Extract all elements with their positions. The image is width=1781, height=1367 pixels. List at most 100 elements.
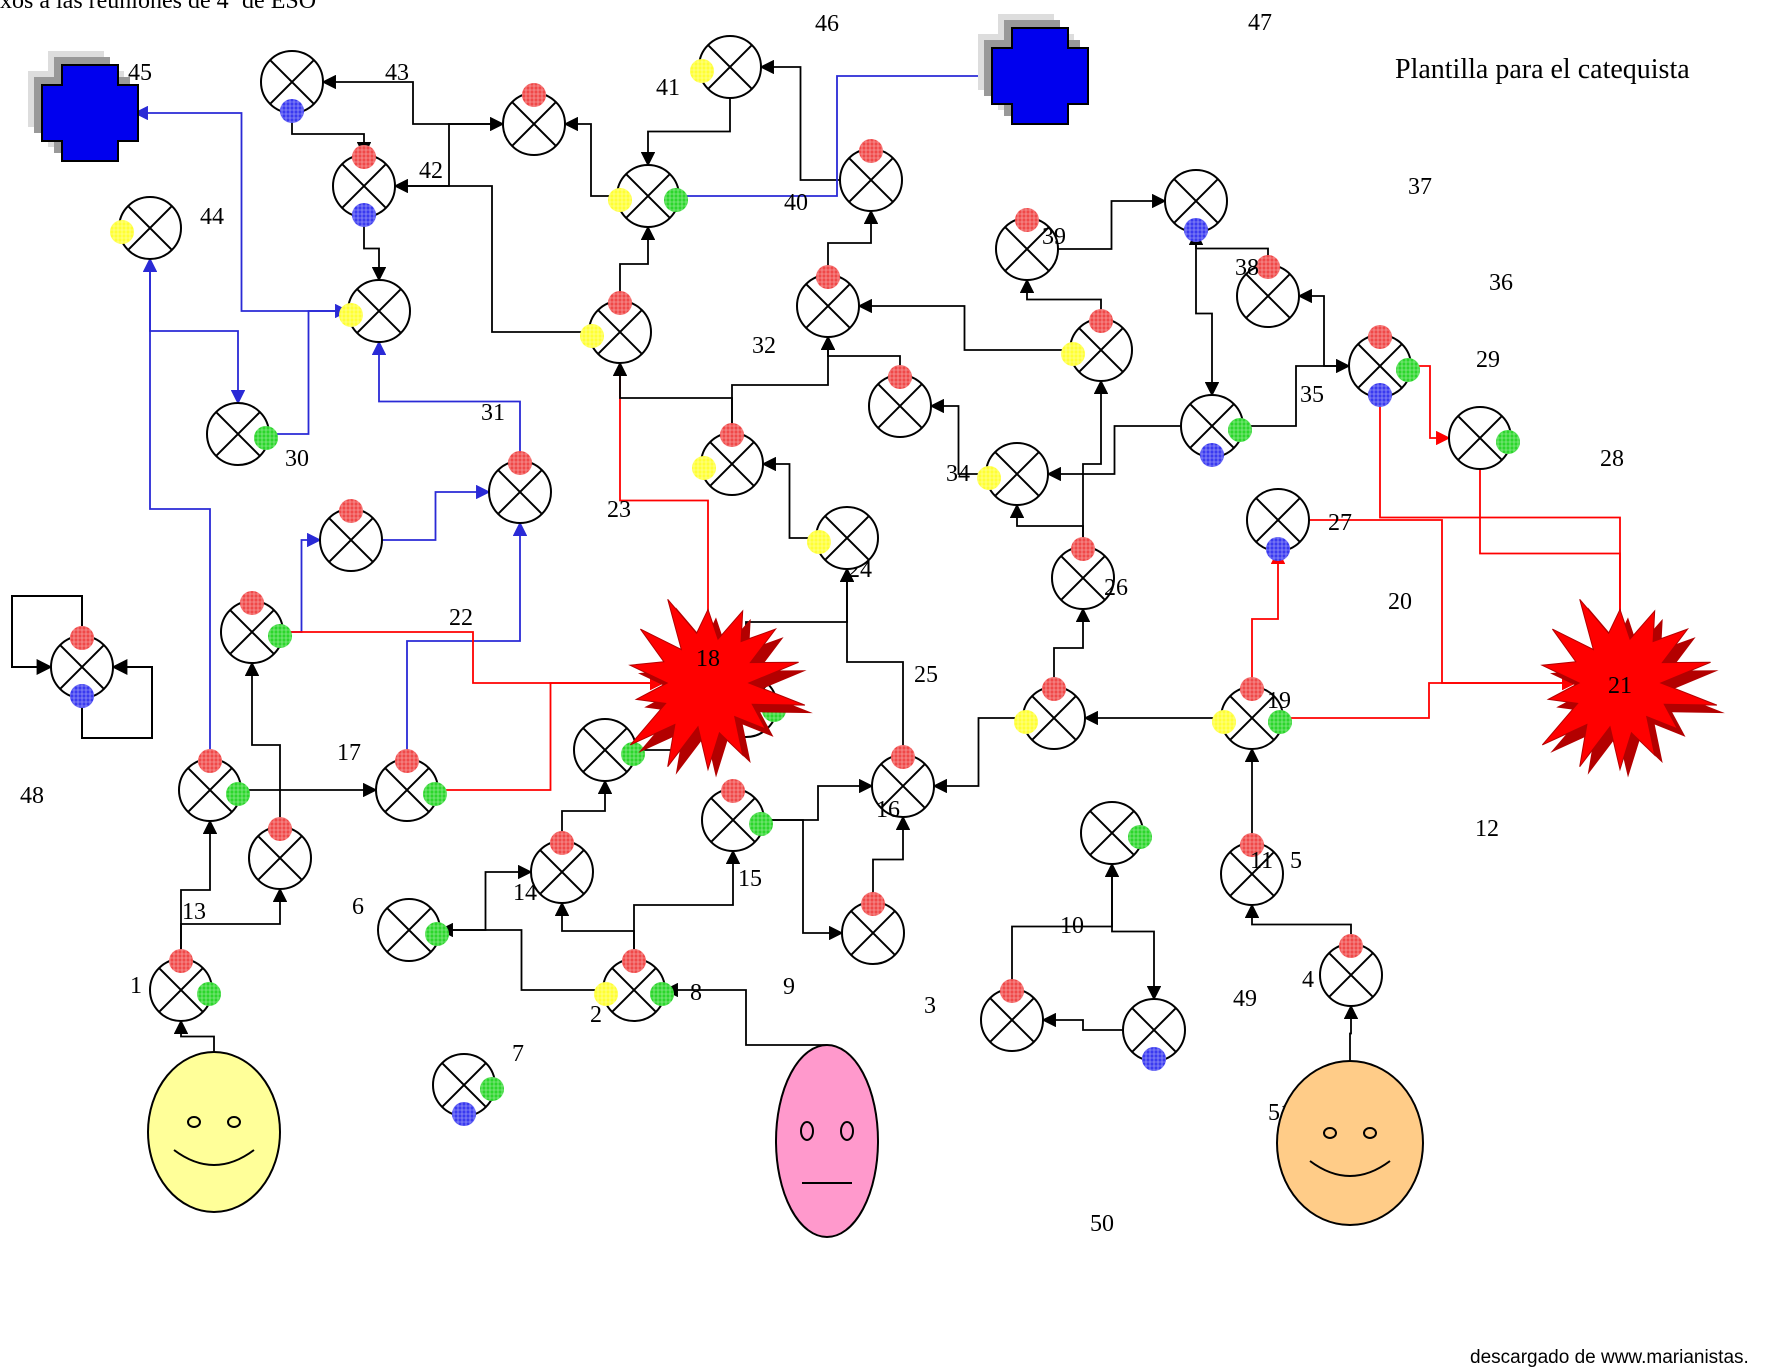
station-37[interactable]: 37	[1164, 169, 1432, 242]
station-48[interactable]: 48	[20, 626, 114, 809]
station-label: 48	[20, 783, 44, 809]
station-42[interactable]: 42	[332, 145, 443, 227]
face-yellow-icon[interactable]	[147, 1051, 281, 1213]
connector-53	[619, 225, 656, 301]
station-1[interactable]: 1	[130, 949, 221, 1022]
station-4[interactable]: 4	[1302, 934, 1383, 1007]
station-27[interactable]: 27	[1180, 394, 1352, 536]
station-31[interactable]: 31	[339, 279, 505, 426]
station-9[interactable]: 9	[701, 779, 795, 1000]
station-36[interactable]: 36	[1236, 255, 1513, 328]
connector-55	[619, 363, 716, 640]
station-44[interactable]: 44	[110, 196, 224, 260]
station-5[interactable]: 5	[1220, 833, 1302, 906]
station-label: 37	[1408, 174, 1432, 200]
station-51[interactable]: 51	[1122, 998, 1292, 1126]
station-32[interactable]: 32	[580, 291, 776, 364]
station-11[interactable]: 11	[1014, 677, 1273, 874]
connector-24	[839, 567, 904, 755]
station-label: 44	[200, 204, 224, 230]
connector-66	[149, 259, 246, 405]
connector-44	[1195, 232, 1220, 397]
connector-27	[1343, 1004, 1359, 1061]
connector-64	[133, 105, 348, 312]
connector-42	[1019, 278, 1102, 319]
station-2[interactable]: 2	[590, 949, 674, 1028]
connector-0	[173, 1019, 215, 1052]
station-40[interactable]: 40	[608, 164, 808, 228]
station-13[interactable]: 13	[178, 749, 250, 925]
connector-39	[929, 398, 986, 475]
connector-3	[244, 661, 281, 827]
station-3[interactable]: 3	[841, 892, 936, 1019]
station-28[interactable]: 28	[1448, 406, 1624, 472]
connector-28	[1244, 903, 1352, 944]
station-label: 17	[337, 740, 361, 766]
station-30[interactable]: 30	[206, 402, 309, 472]
connector-69	[1111, 864, 1162, 1001]
footer-text: descargado de www.marianistas.	[1470, 1347, 1749, 1367]
connector-58	[679, 68, 997, 197]
connector-65	[269, 303, 350, 435]
station-39[interactable]: 39	[839, 139, 1066, 250]
connector-33	[1309, 519, 1577, 691]
station-label: 11	[1250, 848, 1273, 874]
burst-18[interactable]: 18	[628, 598, 813, 778]
connector-21	[764, 778, 874, 821]
connector-46	[1297, 288, 1349, 367]
station-14[interactable]: 14	[375, 749, 537, 906]
connector-34	[932, 717, 1023, 794]
cross-45[interactable]: 45	[28, 51, 152, 162]
station-7[interactable]: 7	[377, 898, 524, 1067]
station-10[interactable]: 10	[871, 745, 1084, 939]
station-23[interactable]: 23	[488, 451, 631, 524]
connector-5	[142, 257, 211, 759]
station-label: 34	[946, 461, 970, 487]
connector-57	[563, 116, 617, 197]
burst-21[interactable]: 21	[1540, 598, 1725, 778]
station-41[interactable]: 41	[502, 75, 680, 156]
station-43[interactable]: 43	[260, 50, 409, 123]
station-38[interactable]: 38	[995, 208, 1259, 281]
connections	[11, 59, 1628, 1061]
connector-loop-67	[81, 659, 153, 739]
station-label: 5	[1290, 848, 1302, 874]
connector-67	[11, 595, 83, 675]
burst-label: 21	[1608, 673, 1632, 699]
station-22[interactable]: 22	[319, 499, 473, 631]
burst-label: 18	[696, 646, 720, 672]
station-12[interactable]: 12	[1212, 677, 1499, 842]
station-6[interactable]: 6	[248, 817, 364, 920]
station-label: 2	[590, 1002, 602, 1028]
station-26[interactable]: 26	[977, 442, 1128, 601]
station-label: 46	[815, 11, 839, 37]
connector-63	[363, 217, 387, 282]
station-29[interactable]: 29	[1348, 325, 1500, 407]
face-pink-icon[interactable]	[775, 1044, 879, 1238]
station-46[interactable]: 46	[690, 11, 839, 99]
station-34[interactable]: 34	[868, 365, 970, 487]
cross-47[interactable]: 47	[978, 10, 1272, 125]
station-label: 32	[752, 333, 776, 359]
face-orange-icon[interactable]	[1276, 1060, 1424, 1226]
station-label: 6	[352, 894, 364, 920]
station-49[interactable]: 49	[1080, 801, 1257, 1012]
station-50[interactable]: 50	[980, 979, 1114, 1237]
station-label: 23	[607, 497, 631, 523]
station-35[interactable]: 35	[1061, 309, 1324, 408]
station-20[interactable]: 20	[1246, 488, 1412, 615]
connector-14	[554, 901, 635, 959]
station-25[interactable]: 25	[807, 506, 938, 688]
station-15[interactable]: 15	[573, 718, 762, 892]
connector-62	[395, 116, 505, 187]
station-24[interactable]: 24	[692, 423, 872, 583]
station-19[interactable]: 19	[1051, 537, 1291, 714]
station-unnumbered[interactable]	[432, 1053, 504, 1126]
station-8[interactable]: 8	[530, 831, 702, 1006]
connector-15	[633, 849, 741, 959]
connector-2	[180, 887, 288, 959]
connector-1	[180, 819, 218, 959]
station-17[interactable]: 17	[220, 591, 361, 766]
connector-32	[1283, 675, 1577, 719]
